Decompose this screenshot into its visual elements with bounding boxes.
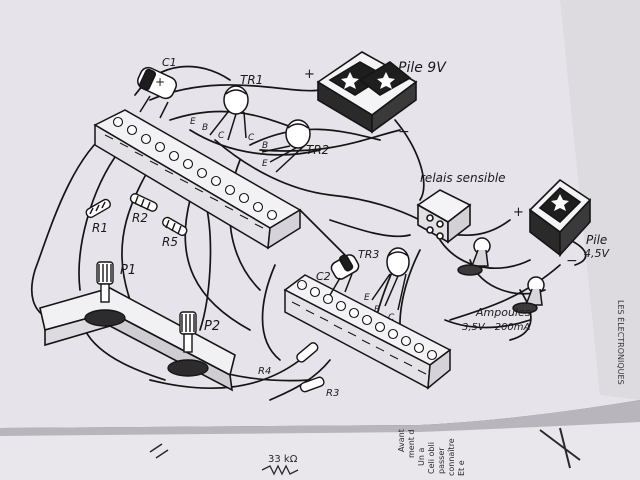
label-r5: R5 [162,235,178,249]
diagram-labels: C1 + TR1 TR2 TR3 Pile 9V + − relais sens… [92,56,610,399]
label-r4: R4 [258,366,271,377]
label-r1: R1 [92,221,108,235]
battery-9v [316,51,418,134]
resistors [85,193,325,393]
label-r2: R2 [132,211,148,225]
label-c1: C1 [162,56,177,69]
label-tr3-b: B [374,305,380,315]
terminal-strip-bottom-blocks [291,301,427,375]
bottom-fragment-0: Avant [397,429,406,452]
terminal-strip-top-screws [112,116,278,221]
resistor-r3 [299,376,325,393]
label-ampoules-line2: 3,5V - 200mA [462,322,531,333]
potentiometer-p2 [167,311,209,377]
label-tr1-c: C [218,131,225,141]
label-tr2: TR2 [306,143,329,157]
transistor-tr2 [261,119,311,173]
label-tr3-e: E [364,293,370,303]
terminal-strip-top-blocks [104,134,264,229]
label-c2: C2 [316,270,331,283]
label-pile-4-5v-line2: 4,5V [584,247,610,260]
bottom-page-content: 33 kΩ Avant ment d Un a Celi obli passer… [149,427,581,476]
label-p2: P2 [204,319,220,334]
bottom-fragment-4: passer [437,447,446,474]
resistor-r5 [162,216,188,237]
label-p1: P1 [120,263,136,278]
side-text: LES ÉLECTRONIQUES [616,300,627,385]
label-tr3: TR3 [358,248,379,261]
label-tr2-e: E [262,159,268,169]
label-pile-4-5v-minus: − [566,253,578,269]
label-pile-9v: Pile 9V [398,60,447,76]
bottom-fragment-3: Celi obli [427,442,436,474]
label-tr2-c: C [248,133,255,143]
label-tr3-c: C [388,313,395,323]
bottom-resistor-value: 33 kΩ [268,454,298,465]
label-pile-9v-minus: − [398,124,410,140]
resistor-r1 [85,198,111,219]
lower-page [0,400,640,480]
bottom-fragment-1: ment d [407,429,416,458]
relay [416,189,472,244]
resistor-r4 [296,342,319,363]
label-c1-plus: + [155,75,165,89]
battery-4-5v [528,178,592,258]
capacitor-c1 [137,66,177,119]
label-tr2-b: B [262,141,268,151]
transistor-tr3 [371,247,410,311]
label-tr1-e: E [190,117,196,127]
lamps [457,237,545,314]
potentiometer-p1 [84,261,126,327]
label-tr1-b: B [202,123,208,133]
label-tr1: TR1 [240,73,263,87]
bottom-fragment-6: Et e [457,460,466,476]
bottom-fragment-2: Un a [417,448,426,466]
resistor-r2 [129,193,158,212]
label-r3: R3 [326,388,339,399]
terminal-strip-bottom-screws [296,279,438,361]
transistor-tr1 [209,85,249,141]
label-ampoules-line1: Ampoules [475,306,531,319]
label-pile-9v-plus: + [304,67,315,82]
label-relais: relais sensible [420,171,506,185]
bottom-fragment-5: connaître [447,438,456,476]
capacitor-c2 [329,254,360,296]
label-pile-4-5v-plus: + [513,205,524,220]
label-pile-4-5v-line1: Pile [586,233,607,247]
